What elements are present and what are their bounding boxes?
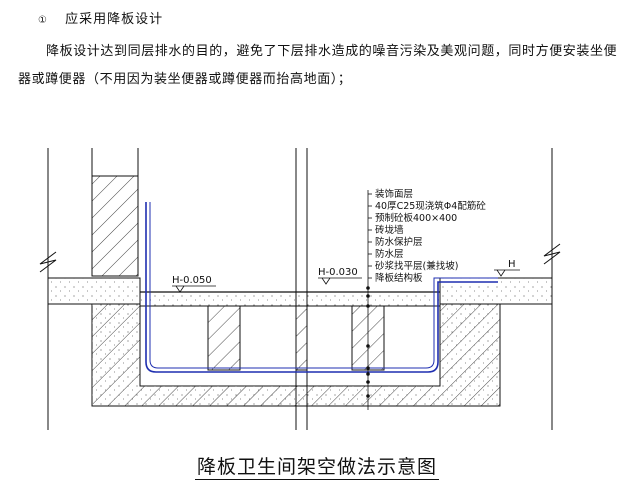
layer-label: 砂浆找平层(兼找坡) xyxy=(375,260,458,272)
annotation-dots xyxy=(366,286,370,398)
layer-label: 预制砼板400×400 xyxy=(375,212,457,224)
break-mark-left xyxy=(39,251,57,273)
brick-ridge-wall-center xyxy=(295,305,308,371)
precast-deck xyxy=(139,291,441,307)
section-number: ① xyxy=(38,15,48,26)
level-marker-middle: H-0.030 xyxy=(318,267,362,285)
level-marker-right: H xyxy=(494,259,520,277)
layer-label: 40厚C25现浇筑Φ4配筋砼 xyxy=(375,200,486,212)
section-diagram: H-0.050 H-0.030 H 装饰面层 40厚C25现浇筑Φ4配筋砼 预制… xyxy=(39,148,561,430)
level-label-left: H-0.050 xyxy=(172,275,212,286)
body-paragraph: 降板设计达到同层排水的目的，避免了下层排水造成的噪音污染及美观问题，同时方便安装… xyxy=(18,44,618,87)
layer-label: 防水层 xyxy=(375,248,404,260)
heading-text: 应采用降板设计 xyxy=(65,12,164,27)
level-label-right: H xyxy=(508,259,516,270)
left-slab xyxy=(47,277,141,305)
break-mark-right xyxy=(543,243,561,265)
waterproof-membrane xyxy=(145,202,498,373)
layer-labels: 装饰面层 40厚C25现浇筑Φ4配筋砼 预制砼板400×400 砖垅墙 防水保护… xyxy=(368,188,486,284)
left-wall xyxy=(91,175,139,277)
level-marker-left: H-0.050 xyxy=(172,275,216,293)
section-heading: ① 应采用降板设计 xyxy=(38,8,163,27)
level-label-middle: H-0.030 xyxy=(318,267,358,278)
brick-ridge-wall-left xyxy=(207,305,241,371)
layer-label: 防水保护层 xyxy=(375,236,423,248)
caption-text: 降板卫生间架空做法示意图 xyxy=(194,456,439,480)
layer-label: 装饰面层 xyxy=(375,188,413,200)
layer-label: 降板结构板 xyxy=(375,272,423,284)
diagram-caption: 降板卫生间架空做法示意图 xyxy=(0,452,634,480)
layer-label: 砖垅墙 xyxy=(375,224,404,236)
